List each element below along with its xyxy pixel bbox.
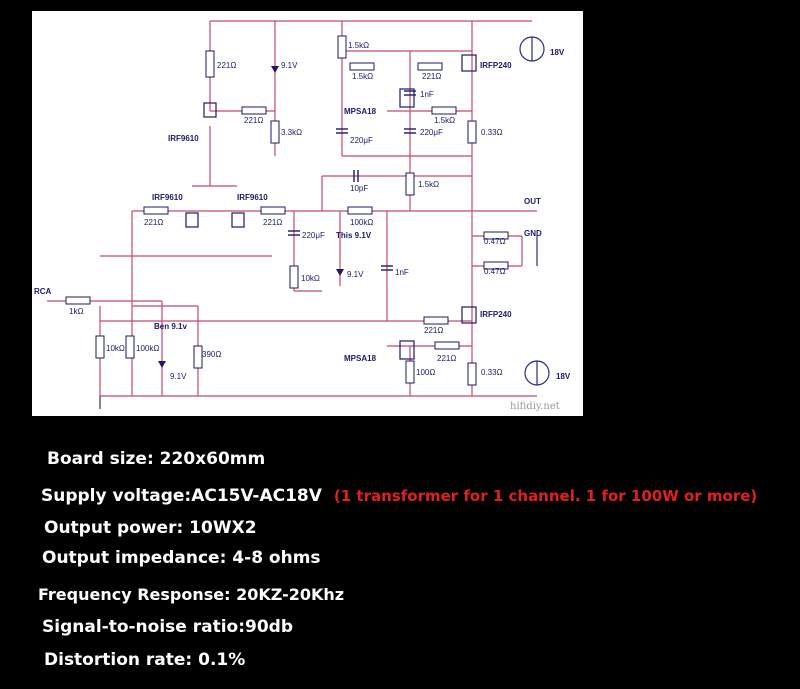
supply-note: (1 transformer for 1 channel. 1 for 100W… [333, 487, 758, 505]
label-mpsa18-top: MPSA18 [344, 107, 377, 116]
label-out: OUT [524, 197, 541, 206]
label-c220-a: 220μF [350, 136, 373, 145]
label-r221-top: 221Ω [217, 61, 236, 70]
label-r15k-d: 1.5kΩ [418, 180, 439, 189]
label-18v-top: 18V [550, 48, 565, 57]
label-r33k: 3.3kΩ [281, 128, 302, 137]
label-rca: RCA [34, 287, 52, 296]
label-r100k-b: 100kΩ [136, 344, 159, 353]
label-gnd: GND [524, 229, 542, 238]
label-r15k-b: 1.5kΩ [352, 72, 373, 81]
label-c10pf: 10pF [350, 184, 368, 193]
board-size: Board size: 220x60mm [47, 449, 266, 469]
snr: Signal-to-noise ratio:90db [42, 617, 294, 637]
label-irf9610-c: IRF9610 [237, 193, 268, 202]
label-r033-top: 0.33Ω [481, 128, 503, 137]
label-c220-c: 220μF [302, 231, 325, 240]
label-r100k: 100kΩ [350, 218, 373, 227]
label-r033-bot: 0.33Ω [481, 368, 503, 377]
label-irfp240-top: IRFP240 [480, 61, 512, 70]
label-r100: 100Ω [416, 368, 435, 377]
label-mpsa18-bot: MPSA18 [344, 354, 377, 363]
label-irf9610-b: IRF9610 [152, 193, 183, 202]
output-power: Output power: 10WX2 [44, 518, 257, 538]
label-c1nf-mid: 1nF [395, 268, 409, 277]
circuit-schematic: 221Ω 9.1V 1.5kΩ 1.5kΩ 221Ω IRFP240 1nF M… [32, 11, 583, 416]
label-r047-a: 0.47Ω [484, 237, 506, 246]
watermark: hifidiy.net [510, 401, 560, 412]
label-18v-bot: 18V [556, 372, 571, 381]
label-c1nf-top: 1nF [420, 90, 434, 99]
label-zener-top: 9.1V [281, 61, 298, 70]
label-r15k-a: 1.5kΩ [348, 41, 369, 50]
label-this91: This 9.1V [336, 231, 372, 240]
label-r10k-b: 10kΩ [106, 344, 125, 353]
label-r047-b: 0.47Ω [484, 267, 506, 276]
label-irfp240-bot: IRFP240 [480, 310, 512, 319]
distortion: Distortion rate: 0.1% [44, 650, 246, 670]
label-r10k-a: 10kΩ [301, 274, 320, 283]
label-zener-bot: 9.1V [170, 372, 187, 381]
label-r221-f: 221Ω [424, 326, 443, 335]
output-impedance: Output impedance: 4-8 ohms [42, 548, 321, 568]
frequency-response: Frequency Response: 20KZ-20Khz [38, 585, 345, 604]
label-zener-mid: 9.1V [347, 270, 364, 279]
label-r221-e: 221Ω [263, 218, 282, 227]
label-r221-c: 221Ω [244, 116, 263, 125]
supply-voltage-line: Supply voltage:AC15V-AC18V (1 transformer… [41, 486, 757, 506]
label-irf9610-a: IRF9610 [168, 134, 199, 143]
label-ben: Ben 9.1v [154, 322, 187, 331]
label-r221-g: 221Ω [437, 354, 456, 363]
label-r1k: 1kΩ [69, 307, 83, 316]
label-r221-d: 221Ω [144, 218, 163, 227]
supply-voltage: Supply voltage:AC15V-AC18V [41, 486, 322, 506]
label-r15k-c: 1.5kΩ [434, 116, 455, 125]
label-c220-b: 220μF [420, 128, 443, 137]
label-r390: 390Ω [202, 350, 221, 359]
label-r221-b: 221Ω [422, 72, 441, 81]
